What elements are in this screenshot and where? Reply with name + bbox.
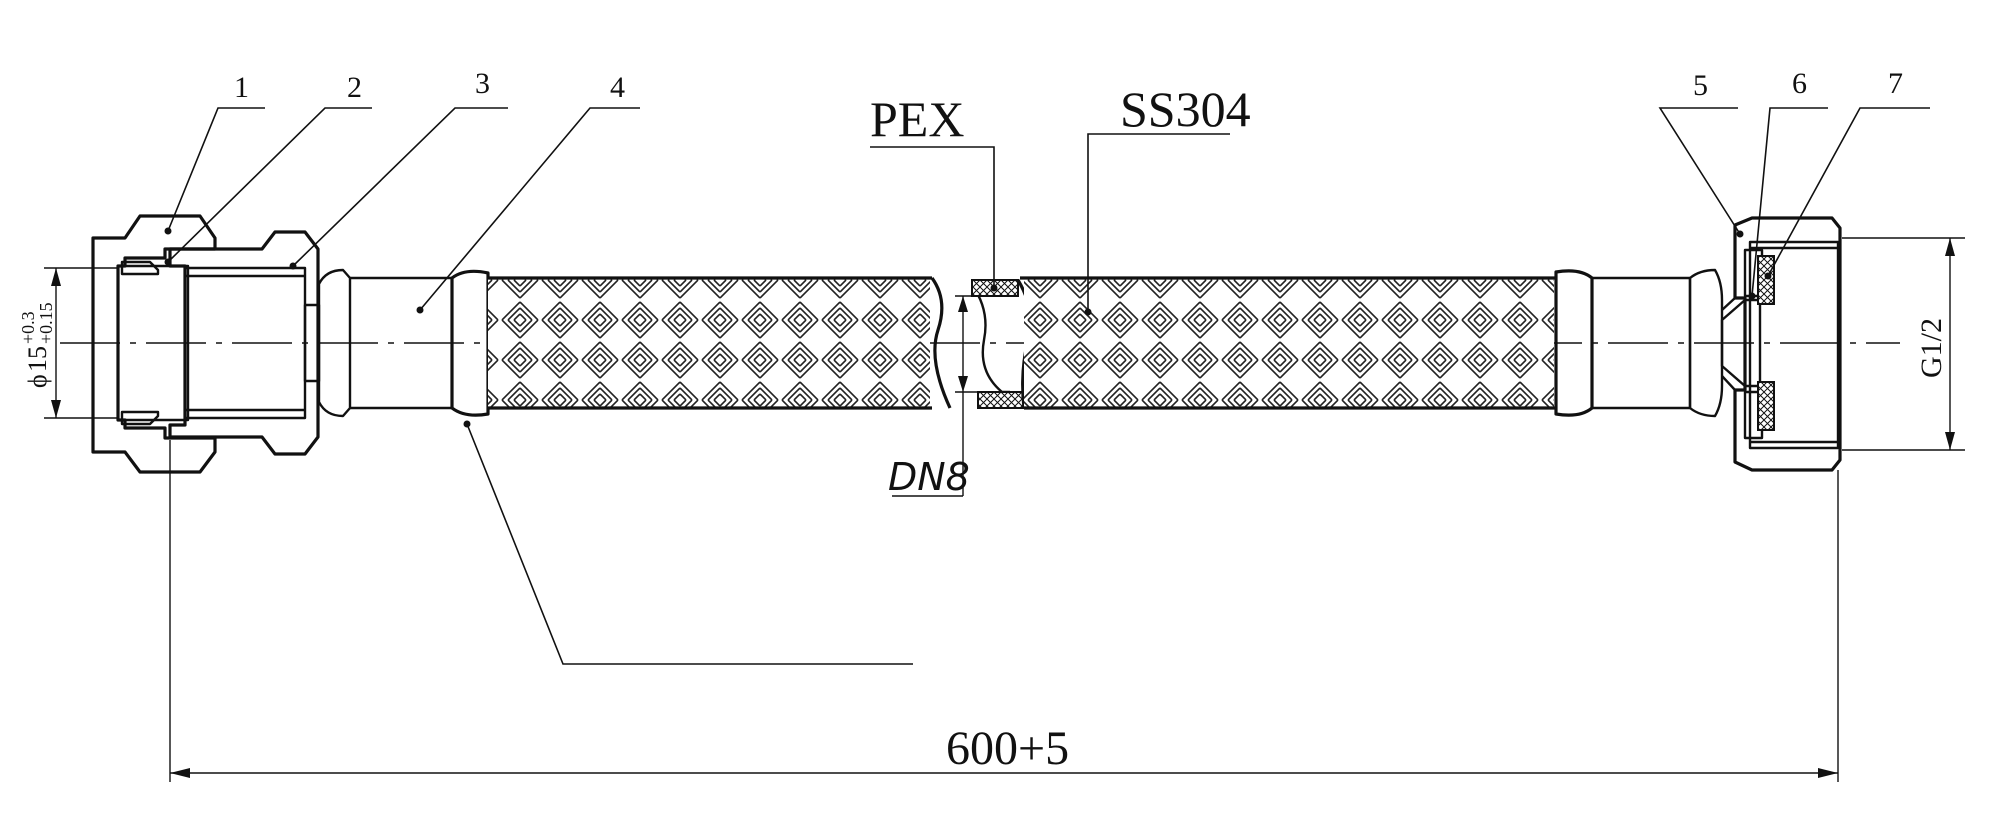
thread-dimension xyxy=(1842,237,1965,451)
left-compression-fitting xyxy=(91,214,352,474)
callout-7: 7 xyxy=(1888,67,1903,100)
ferrule-neck-right xyxy=(1688,268,1724,418)
length-dimension xyxy=(169,440,1839,782)
braid-section-right xyxy=(1024,278,1554,408)
sealing-gasket-top xyxy=(1757,255,1775,305)
label-dn8: DN8 xyxy=(888,455,970,499)
retaining-washer-lower xyxy=(1743,390,1764,440)
braided-hose-right xyxy=(1020,276,1556,410)
diameter-symbol: ϕ xyxy=(23,374,52,388)
pex-section-bot xyxy=(977,391,1025,409)
pex-liner-cutaway xyxy=(971,279,1033,409)
olive-ring xyxy=(120,260,160,276)
callout-3: 3 xyxy=(475,67,490,100)
braided-hose-left xyxy=(488,276,952,410)
sealing-gasket-bot xyxy=(1757,381,1775,431)
ferrule-collar xyxy=(450,269,490,417)
callout-2: 2 xyxy=(347,71,362,104)
callout-4: 4 xyxy=(610,71,625,104)
pex-tube-wall xyxy=(971,283,1010,394)
callout-leaders xyxy=(164,107,1930,665)
label-ss304: SS304 xyxy=(1120,81,1251,137)
right-ferrule xyxy=(1554,268,1724,418)
label-length: 600+5 xyxy=(946,722,1069,775)
cap-nut xyxy=(91,214,217,474)
label-g12: G1/2 xyxy=(1915,318,1948,378)
swivel-nut xyxy=(1733,216,1842,472)
diameter-tol-upper: +0.3 xyxy=(18,311,38,344)
left-ferrule xyxy=(350,269,490,417)
break-line-left xyxy=(930,277,952,409)
dn8-dimension xyxy=(892,295,985,497)
label-pex: PEX xyxy=(870,91,964,147)
callout-1: 1 xyxy=(234,71,249,104)
diameter-nominal: 15 xyxy=(23,346,52,372)
right-swivel-fitting xyxy=(1720,216,1842,472)
callout-5: 5 xyxy=(1693,69,1708,102)
diameter-tol-lower: +0.15 xyxy=(36,302,56,344)
braid-section-left xyxy=(488,278,930,408)
callout-6: 6 xyxy=(1792,67,1807,100)
swivel-nut-bore xyxy=(1748,240,1840,450)
olive-ring-lower xyxy=(120,410,160,426)
diameter-dimension xyxy=(44,267,118,419)
diameter-label: ϕ 15 +0.3 +0.15 xyxy=(18,302,56,388)
